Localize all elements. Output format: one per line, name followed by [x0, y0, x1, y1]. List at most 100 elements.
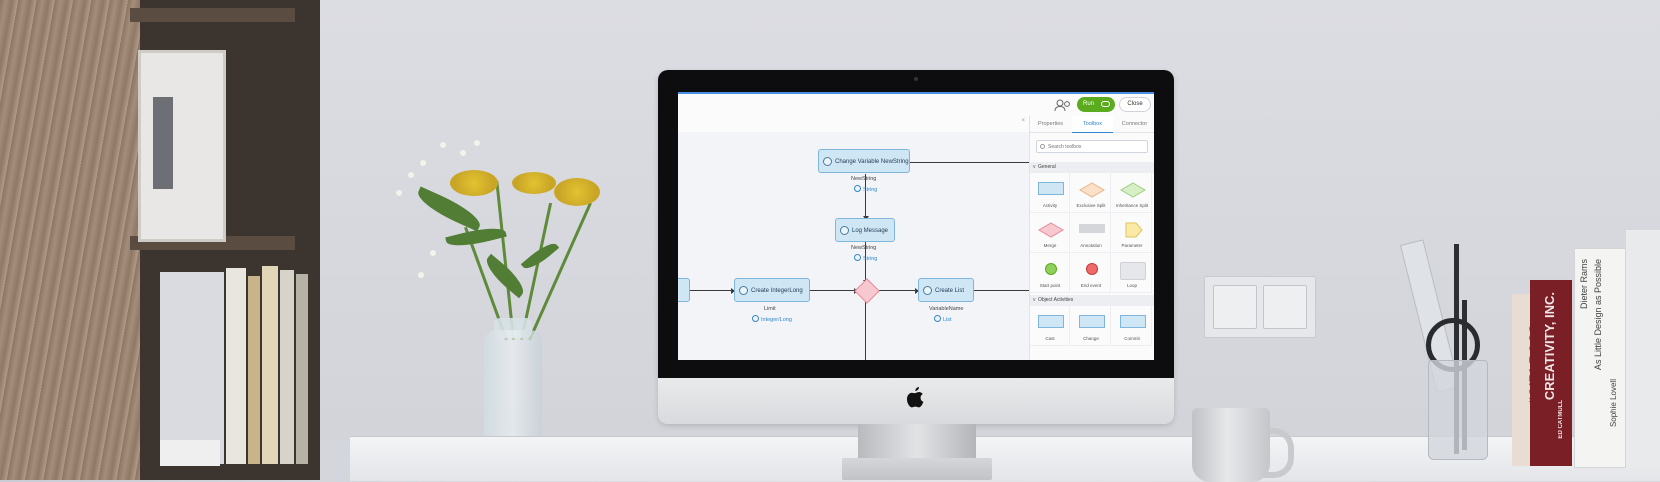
- babys-breath: [408, 172, 414, 178]
- bookshelf-side: [0, 0, 140, 480]
- node-variable-label: NewString: [851, 176, 877, 182]
- book: [1626, 230, 1660, 466]
- run-button-label: Run: [1083, 101, 1095, 107]
- type-icon: [752, 315, 759, 322]
- tool-start-point[interactable]: Start point: [1030, 253, 1070, 293]
- node-type: List: [934, 315, 952, 323]
- book-author: ED CATMULL: [1558, 400, 1564, 439]
- decision-diamond[interactable]: [854, 278, 880, 304]
- node-variable-label: VariableName: [929, 306, 964, 312]
- tool-change[interactable]: Change: [1071, 306, 1111, 346]
- light-switch: [1204, 276, 1316, 338]
- tool-label: End event: [1080, 283, 1102, 288]
- commit-icon: [1120, 315, 1146, 328]
- node-type-text: String: [863, 187, 878, 193]
- book: [296, 274, 308, 464]
- monitor-stand-foot: [842, 458, 992, 480]
- type-icon: [934, 315, 941, 322]
- tool-parameter[interactable]: Parameter: [1112, 213, 1152, 253]
- book: [160, 272, 224, 464]
- activity-shape-icon: [1038, 182, 1064, 195]
- node-title: Log Message: [852, 228, 889, 234]
- tool-label: Merge: [1043, 243, 1057, 248]
- flow-edge: [876, 290, 918, 291]
- tab-toolbox[interactable]: Toolbox: [1072, 116, 1113, 133]
- section-general[interactable]: v General: [1030, 162, 1154, 173]
- loop-icon: [1120, 262, 1146, 280]
- tool-label: Inheritance Split: [1115, 203, 1149, 208]
- tool-annotation[interactable]: Annotation: [1071, 213, 1111, 253]
- type-icon: [854, 185, 861, 192]
- babys-breath: [460, 150, 466, 156]
- tool-label: Cast: [1045, 336, 1055, 341]
- tool-exclusive-split[interactable]: Exclusive Split: [1071, 173, 1111, 213]
- end-event-icon: [1086, 263, 1098, 275]
- tab-connector[interactable]: Connector: [1121, 121, 1148, 127]
- node-type: String: [854, 185, 877, 193]
- tool-label: Exclusive Split: [1076, 203, 1106, 208]
- flow-canvas[interactable]: Change Variable NewString NewString Stri…: [678, 132, 1029, 360]
- panel-tabs: Properties Toolbox Connector: [1030, 116, 1154, 133]
- run-button[interactable]: Run: [1077, 97, 1115, 112]
- tool-label: Activity: [1042, 203, 1058, 208]
- shelf-board: [130, 8, 295, 22]
- book-dieter-rams: Dieter Rams As Little Design as Possible…: [1574, 248, 1626, 468]
- babys-breath: [418, 272, 424, 278]
- yellow-flower: [554, 178, 600, 206]
- close-button[interactable]: Close: [1119, 97, 1151, 112]
- yellow-flower: [512, 172, 556, 194]
- tool-loop[interactable]: Loop: [1112, 253, 1152, 293]
- flow-edge: [809, 290, 857, 291]
- book-title: CREATIVITY, INC.: [1542, 292, 1557, 401]
- tool-label: Start point: [1039, 283, 1061, 288]
- node-variable-label: Limit: [764, 306, 776, 312]
- tool-label: Parameter: [1121, 243, 1143, 248]
- mug: [1192, 408, 1270, 482]
- switch-button: [1213, 285, 1257, 329]
- book: [226, 268, 246, 464]
- close-tab-icon[interactable]: ×: [1021, 118, 1025, 124]
- flow-node-partial[interactable]: [678, 278, 690, 302]
- activity-icon: [923, 286, 932, 295]
- node-type-text: List: [943, 317, 952, 323]
- flow-edge: [908, 162, 1029, 163]
- node-type-text: Integer/Long: [761, 317, 792, 323]
- flow-node[interactable]: Log Message: [835, 218, 895, 242]
- tool-cast[interactable]: Cast: [1030, 306, 1070, 346]
- type-icon: [854, 254, 861, 261]
- flow-node[interactable]: Change Variable NewString: [818, 149, 910, 173]
- tool-inheritance-split[interactable]: Inheritance Split: [1112, 173, 1152, 213]
- toolbox-panel: Properties Toolbox Connector v General A…: [1029, 116, 1154, 360]
- toolbox-search[interactable]: [1036, 140, 1148, 153]
- annotation-icon: [1079, 224, 1105, 233]
- tool-merge[interactable]: Merge: [1030, 213, 1070, 253]
- tool-label: Annotation: [1080, 243, 1102, 248]
- flow-edge: [865, 174, 866, 219]
- babys-breath: [474, 140, 480, 146]
- section-object-activities[interactable]: v Object Activities: [1030, 295, 1154, 306]
- editor-tabbar: ×: [678, 116, 1029, 133]
- tool-label: Change: [1083, 336, 1099, 341]
- node-type: Integer/Long: [752, 315, 792, 323]
- node-title: Create List: [935, 288, 965, 294]
- tool-end-event[interactable]: End event: [1071, 253, 1111, 293]
- tab-properties[interactable]: Properties: [1037, 121, 1064, 127]
- book-author: Dieter Rams: [1579, 259, 1589, 310]
- flow-edge: [690, 290, 734, 291]
- mug-handle: [1262, 428, 1294, 478]
- tool-commit[interactable]: Commit: [1112, 306, 1152, 346]
- activity-icon: [739, 286, 748, 295]
- flow-edge: [865, 298, 866, 360]
- flow-node[interactable]: Create List: [918, 278, 974, 302]
- tool-activity[interactable]: Activity: [1030, 173, 1070, 213]
- flow-edge: [865, 242, 866, 284]
- search-input[interactable]: [1048, 142, 1144, 151]
- flow-node[interactable]: Create IntegerLong: [734, 278, 810, 302]
- book-title: As Little Design as Possible: [1593, 259, 1603, 371]
- change-icon: [1079, 315, 1105, 328]
- cast-icon: [1038, 315, 1064, 328]
- activity-icon: [823, 157, 832, 166]
- section-title: Object Activities: [1038, 297, 1074, 303]
- users-icon[interactable]: [1054, 99, 1072, 111]
